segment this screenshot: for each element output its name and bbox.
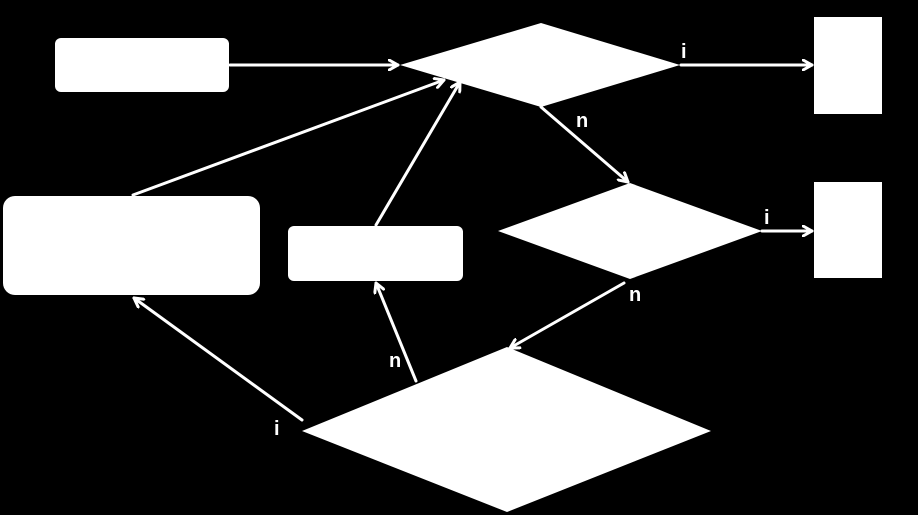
label-top-decision-yes: i: [681, 41, 687, 63]
arrow-bottom-decision-to-center-process: [376, 281, 418, 383]
label-bottom-decision-no: n: [389, 350, 401, 372]
bottom-decision-diamond: [302, 347, 711, 512]
left-process-box: [3, 196, 260, 295]
middle-decision-diamond: [498, 183, 762, 279]
arrow-center-process-to-top-decision: [374, 80, 462, 227]
center-process-box: [288, 226, 463, 281]
arrow-left-process-to-top-decision: [131, 80, 446, 197]
arrow-bottom-decision-to-left-process: [132, 296, 304, 422]
top-result-box: [814, 17, 882, 114]
label-middle-decision-no: n: [629, 284, 641, 306]
label-top-decision-no: n: [576, 110, 588, 132]
arrow-top-decision-to-middle-decision: [539, 105, 630, 184]
arrow-middle-decision-to-bottom-decision: [508, 281, 626, 350]
label-bottom-decision-yes: i: [274, 418, 280, 440]
top-decision-diamond: [400, 23, 680, 107]
middle-result-box: [814, 182, 882, 278]
start-box: [55, 38, 229, 92]
label-middle-decision-yes: i: [764, 207, 770, 229]
